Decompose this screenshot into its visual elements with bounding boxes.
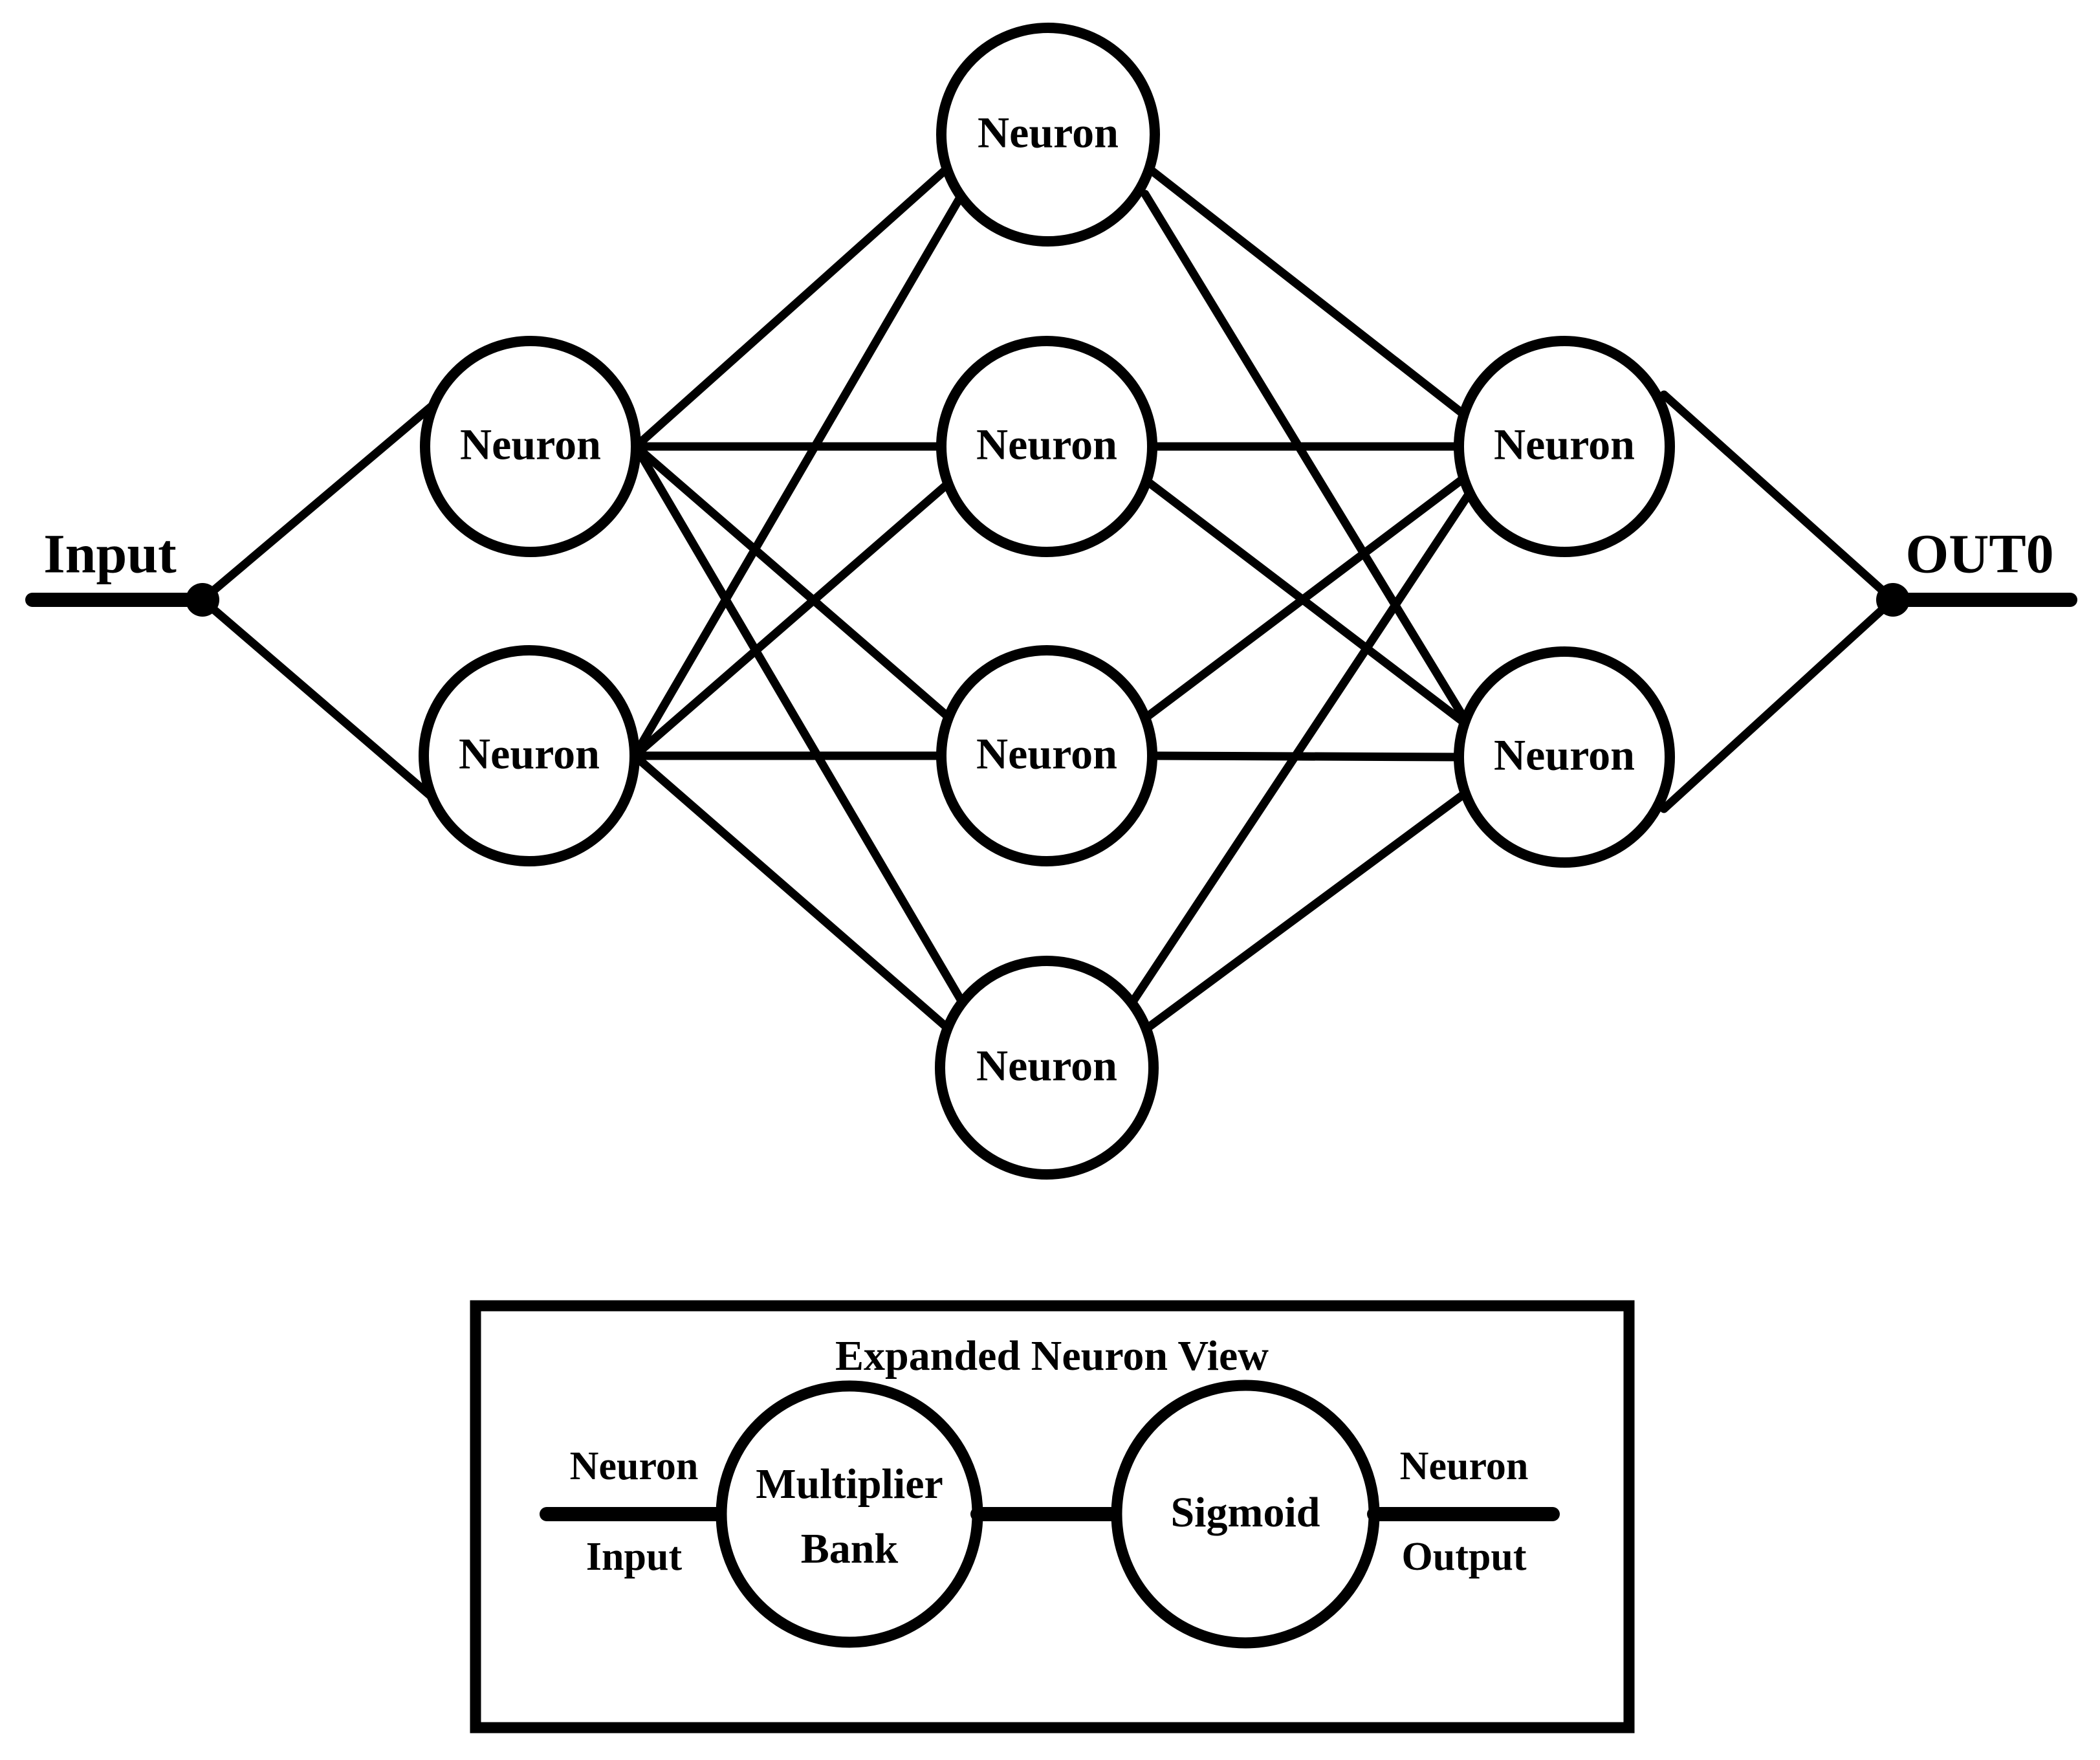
neuron-label: Neuron xyxy=(976,420,1117,469)
edge-h3-o1 xyxy=(1142,786,1473,1033)
output-fanin-edges xyxy=(1659,390,1898,813)
input-bus-group xyxy=(25,583,219,617)
sigmoid-node[interactable]: Sigmoid xyxy=(1111,1380,1380,1649)
edge-in1-h1 xyxy=(630,478,954,760)
multiplier-bank-label-line2: Bank xyxy=(801,1525,899,1572)
edge-o0-to-output xyxy=(1659,390,1898,604)
neuron-label: Neuron xyxy=(978,108,1119,157)
neuron-label: Neuron xyxy=(1494,731,1635,780)
edge-input-to-in0 xyxy=(198,384,457,604)
expanded-input-label-line1: Neuron xyxy=(570,1444,699,1488)
neuron-hidden-1[interactable]: Neuron xyxy=(936,336,1157,557)
edge-in1-h0 xyxy=(630,190,967,760)
neuron-hidden-2[interactable]: Neuron xyxy=(936,645,1157,866)
input-fanout-edges xyxy=(198,384,457,819)
edge-h2-o0 xyxy=(1141,471,1472,723)
neuron-circle[interactable] xyxy=(419,645,640,866)
neuron-in-1[interactable]: Neuron xyxy=(419,645,640,866)
edge-input-to-in1 xyxy=(198,595,456,819)
edge-in0-h3 xyxy=(631,442,965,1004)
neuron-label: Neuron xyxy=(460,420,601,469)
input-label: Input xyxy=(43,523,177,585)
hidden-layer-group: Neuron Neuron Neuron Neuron xyxy=(935,23,1160,1180)
expanded-neuron-view-panel: Expanded Neuron View Neuron Input Multip… xyxy=(470,1300,1635,1733)
edge-h3-o0 xyxy=(1130,484,1477,1004)
neuron-label: Neuron xyxy=(1494,420,1635,469)
neuron-circle[interactable] xyxy=(936,23,1160,247)
neuron-in-0[interactable]: Neuron xyxy=(420,336,641,557)
expanded-output-label-line2: Output xyxy=(1402,1535,1527,1579)
neuron-label: Neuron xyxy=(976,729,1117,778)
output-bus-group xyxy=(1876,583,2077,617)
expanded-output-label-line1: Neuron xyxy=(1400,1444,1529,1488)
neuron-circle[interactable] xyxy=(1454,646,1675,868)
sigmoid-label: Sigmoid xyxy=(1170,1489,1320,1536)
neuron-hidden-3[interactable]: Neuron xyxy=(935,956,1159,1180)
edges-input-to-hidden xyxy=(630,165,967,1033)
neuron-circle[interactable] xyxy=(420,336,641,557)
edge-h0-o0 xyxy=(1146,165,1468,419)
neuron-label: Neuron xyxy=(459,729,600,778)
neuron-circle[interactable] xyxy=(936,336,1157,557)
edge-h0-o1 xyxy=(1141,190,1472,728)
neuron-out-0[interactable]: Neuron xyxy=(1454,336,1675,557)
edge-in1-h3 xyxy=(630,751,953,1033)
input-layer-group: Neuron Neuron xyxy=(419,336,641,866)
neuron-label: Neuron xyxy=(976,1041,1117,1090)
edge-o1-to-output xyxy=(1659,595,1898,813)
expanded-panel-title: Expanded Neuron View xyxy=(835,1332,1269,1380)
neuron-circle[interactable] xyxy=(936,645,1157,866)
neuron-hidden-0[interactable]: Neuron xyxy=(936,23,1160,247)
multiplier-bank-label-line1: Multiplier xyxy=(756,1460,943,1508)
edges-hidden-to-output xyxy=(1130,165,1477,1033)
multiplier-bank-circle[interactable] xyxy=(716,1380,983,1648)
neuron-circle[interactable] xyxy=(935,956,1159,1180)
edge-h2-o1 xyxy=(1146,751,1465,762)
edge-in0-h0 xyxy=(631,165,950,451)
neuron-circle[interactable] xyxy=(1454,336,1675,557)
edge-in0-h2 xyxy=(631,442,954,723)
multiplier-bank-node[interactable]: Multiplier Bank xyxy=(716,1380,983,1648)
output-label: OUT0 xyxy=(1905,523,2053,585)
expanded-input-label-line2: Input xyxy=(586,1535,683,1579)
neuron-out-1[interactable]: Neuron xyxy=(1454,646,1675,868)
edge-h1-o1 xyxy=(1144,478,1473,731)
output-layer-group: Neuron Neuron xyxy=(1454,336,1675,868)
